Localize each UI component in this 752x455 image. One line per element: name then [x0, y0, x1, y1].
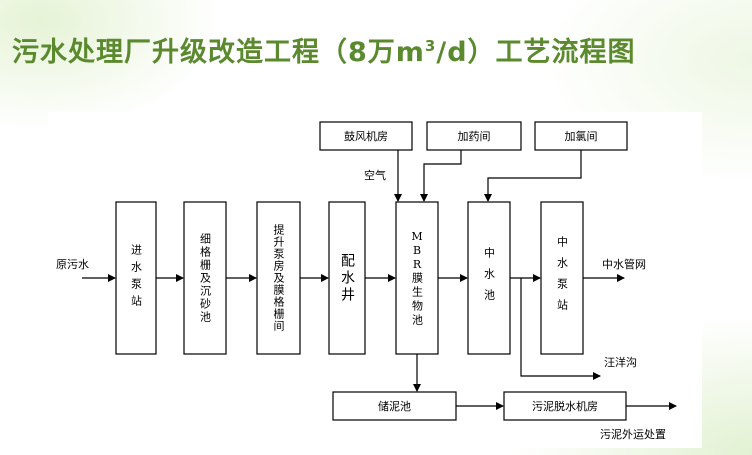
label-reclaimed-water-pump: 中水泵站 [555, 236, 569, 320]
box-fine-screen-grit [183, 201, 227, 355]
box-blower-room [319, 121, 413, 151]
label-reclaimed-pipe-network: 中水管网 [602, 258, 646, 271]
label-mbr: M B R 膜生物池 [396, 204, 438, 354]
box-dosing-room [426, 121, 522, 151]
box-sludge-tank [332, 391, 457, 421]
arrow-pool-to-ditch [520, 278, 601, 380]
label-inlet-pump-station: 进水泵站 [129, 244, 143, 312]
box-inlet-pump-station [115, 201, 157, 355]
arrow-dosing-to-mbr [420, 150, 462, 202]
label-dosing-room: 加药间 [457, 130, 491, 143]
label-lift-pump-membrane-screen: 提升泵房及膜格栅间 [272, 224, 285, 332]
label-reclaimed-water-pool: 中水池 [482, 246, 496, 310]
label-sludge-tank: 储泥池 [378, 400, 411, 413]
label-sludge-dewatering: 污泥脱水机房 [532, 400, 598, 413]
box-sludge-dewatering [503, 391, 627, 421]
box-lift-pump-membrane-screen [256, 201, 301, 355]
flow-lines [82, 121, 677, 421]
mbr-rest: 膜生物池 [410, 272, 424, 328]
mbr-letter-r: R [412, 258, 422, 271]
label-fine-screen-grit: 细格栅及沉砂池 [198, 232, 212, 324]
label-chlorination-room: 加氯间 [564, 130, 598, 143]
label-wangyang-ditch: 汪洋沟 [604, 356, 637, 369]
label-air: 空气 [364, 169, 386, 182]
label-distribution-well: 配水井 [339, 252, 355, 304]
arrow-chlorine-to-pool [484, 150, 582, 202]
process-flow-diagram: 原污水 进水泵站 细格栅及沉砂池 提升泵房及膜格栅间 配水井 M B R 膜生物… [48, 112, 702, 448]
label-raw-sewage: 原污水 [56, 258, 89, 271]
label-blower-room: 鼓风机房 [344, 130, 388, 143]
label-sludge-disposal: 污泥外运处置 [600, 428, 666, 441]
box-reclaimed-water-pool [467, 201, 511, 355]
page-title: 污水处理厂升级改造工程（8万m3/d）工艺流程图 [12, 37, 636, 68]
box-distribution-well [328, 201, 366, 355]
mbr-letter-m: M [411, 230, 423, 243]
mbr-letter-b: B [412, 244, 422, 257]
box-chlorination-room [534, 121, 628, 151]
